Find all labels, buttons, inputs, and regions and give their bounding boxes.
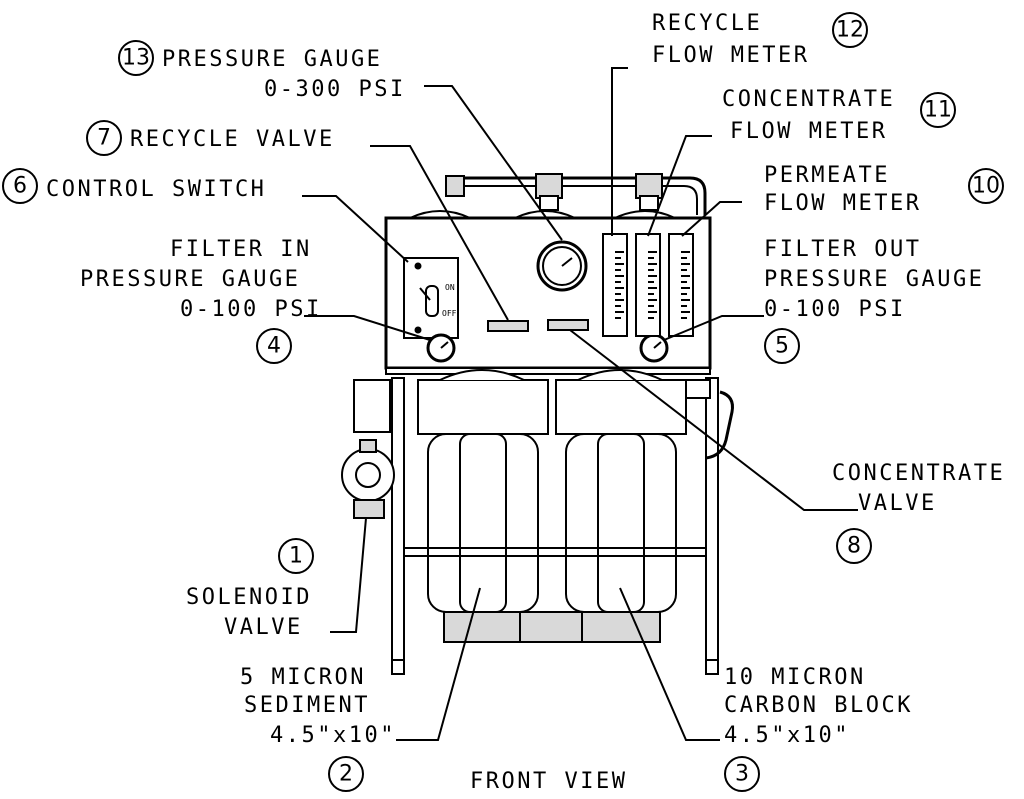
switch-on-label: ON xyxy=(445,283,455,292)
callout-4-line-3: 0-100 PSI xyxy=(180,297,322,322)
control-switch: ON OFF xyxy=(403,257,459,339)
callout-number-13: 13 xyxy=(122,46,150,71)
callout-circle-8 xyxy=(836,528,872,564)
callout-12-line-1: RECYCLE xyxy=(652,11,762,36)
callout-2-line-3: 4.5"x10" xyxy=(270,723,396,748)
callout-1-line-1: SOLENOID xyxy=(186,585,312,610)
callout-8-line-1: CONCENTRATE xyxy=(832,461,1005,486)
callout-13-line-2: 0-300 PSI xyxy=(264,77,406,102)
callout-1-line-2: VALVE xyxy=(224,615,303,640)
callout-number-8: 8 xyxy=(847,534,861,559)
callout-number-10: 10 xyxy=(972,174,1000,199)
callout-number-1: 1 xyxy=(289,544,303,569)
solenoid-valve xyxy=(341,379,395,519)
callout-7-label: RECYCLE VALVE xyxy=(130,127,335,152)
callout-8-line-2: VALVE xyxy=(858,491,937,516)
callout-2-line-1: 5 MICRON xyxy=(240,665,366,690)
callout-circles: 13 12 11 10 7 6 4 5 8 1 2 3 xyxy=(2,12,1004,792)
view-title: FRONT VIEW xyxy=(470,769,627,794)
callout-6-label: CONTROL SWITCH xyxy=(46,177,266,202)
callout-circle-1 xyxy=(278,538,314,574)
callout-3-line-2: CARBON BLOCK xyxy=(724,693,913,718)
switch-off-label: OFF xyxy=(442,309,457,318)
callout-circle-4 xyxy=(256,328,292,364)
callout-number-11: 11 xyxy=(924,98,952,123)
callout-circle-12 xyxy=(832,12,868,48)
callout-circle-6 xyxy=(2,168,38,204)
leader-lines xyxy=(302,67,858,741)
callout-circle-5 xyxy=(764,328,800,364)
callout-3-line-1: 10 MICRON xyxy=(724,665,866,690)
callout-number-3: 3 xyxy=(735,762,749,787)
callout-13-line-1: PRESSURE GAUGE xyxy=(162,47,382,72)
labels: PRESSURE GAUGE 0-300 PSI RECYCLE FLOW ME… xyxy=(46,11,1005,794)
callout-number-6: 6 xyxy=(13,174,27,199)
pressure-gauge-main xyxy=(536,240,588,292)
callout-2-line-2: SEDIMENT xyxy=(244,693,370,718)
callout-5-line-2: PRESSURE GAUGE xyxy=(764,267,984,292)
callout-5-line-1: FILTER OUT xyxy=(764,237,921,262)
callout-10-line-2: FLOW METER xyxy=(764,191,921,216)
top-tubing xyxy=(445,173,707,215)
callout-number-5: 5 xyxy=(775,334,789,359)
recycle-valve xyxy=(487,320,529,332)
callout-4-line-2: PRESSURE GAUGE xyxy=(80,267,300,292)
frame xyxy=(391,377,719,675)
callout-3-line-3: 4.5"x10" xyxy=(724,723,850,748)
callout-11-line-1: CONCENTRATE xyxy=(722,87,895,112)
callout-12-line-2: FLOW METER xyxy=(652,43,809,68)
concentrate-valve xyxy=(547,319,589,331)
callout-circle-11 xyxy=(920,92,956,128)
callout-4-line-1: FILTER IN xyxy=(170,237,312,262)
callout-circle-7 xyxy=(86,120,122,156)
callout-number-2: 2 xyxy=(339,762,353,787)
callout-number-12: 12 xyxy=(836,18,864,43)
outlet-tubing xyxy=(685,379,734,460)
filter-out-gauge xyxy=(639,333,669,363)
callout-number-7: 7 xyxy=(97,126,111,151)
callout-5-line-3: 0-100 PSI xyxy=(764,297,906,322)
callout-11-line-2: FLOW METER xyxy=(730,119,887,144)
callout-circle-3 xyxy=(724,756,760,792)
callout-circle-13 xyxy=(118,40,154,76)
callout-10-line-1: PERMEATE xyxy=(764,163,890,188)
filter-in-gauge xyxy=(426,333,456,363)
callout-number-4: 4 xyxy=(267,334,281,359)
callout-circle-2 xyxy=(328,756,364,792)
filter-housings xyxy=(417,369,687,643)
callout-circle-10 xyxy=(968,168,1004,204)
flow-meters xyxy=(602,233,694,337)
